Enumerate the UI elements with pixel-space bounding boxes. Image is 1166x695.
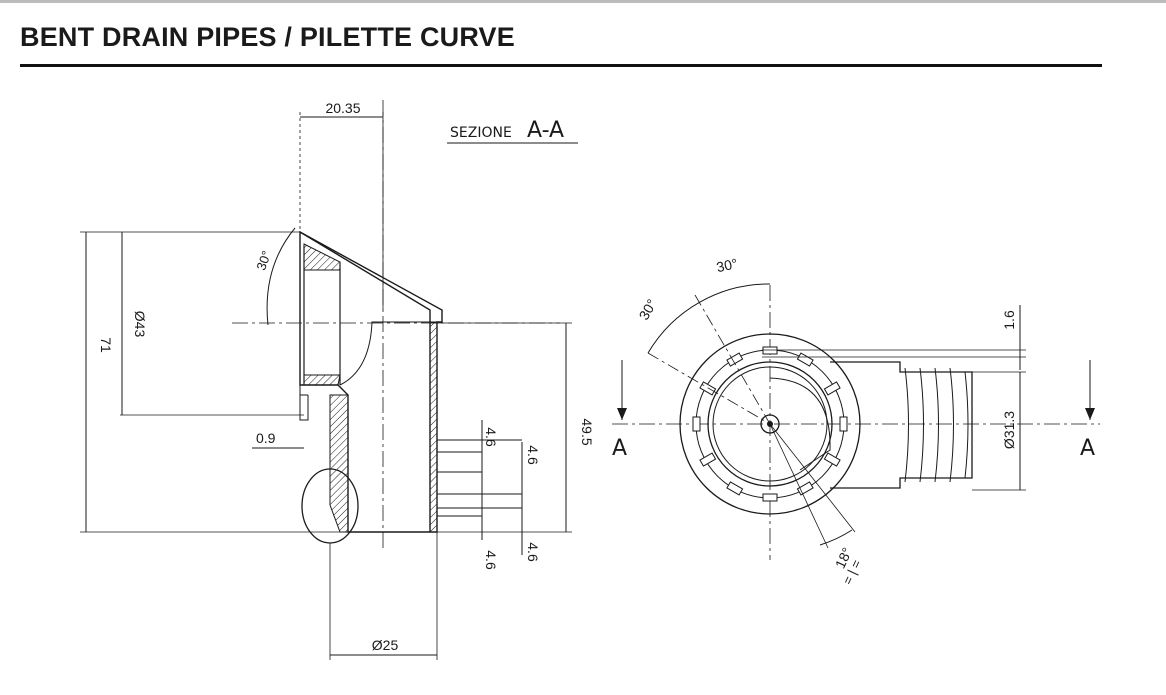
dim-top-width: 20.35 [325,100,360,116]
chamfer-arc [266,227,296,326]
hose-barb-outline [830,361,973,489]
dim-spacing-d: 4.6 [525,542,541,562]
dim-chamfer-angle: 30° [253,249,274,273]
dim-spacing-b: 4.6 [525,445,541,465]
dim-spacing-c: 4.6 [483,550,499,570]
section-arrow-left-head [617,408,627,420]
dim-body-height: 49.5 [579,418,595,445]
angle-line-30-a [694,294,771,425]
dim-flange-thickness: 0.9 [256,430,276,446]
angle-label-1: 30° [715,255,739,275]
center-hub [760,414,780,434]
outlet-thread-ticks [437,420,523,555]
bowl-curve [339,321,430,386]
dim-spacing-a: 4.6 [483,427,499,447]
left-section-view: 20.35 71 Ø43 30° 0.9 49.5 4.6 4.6 4.6 4.… [80,100,595,660]
lower-wall-hatch [329,394,349,533]
hose-barb-ribs [904,367,969,483]
bowl-wall-hatch-top [303,243,341,271]
title-underline [20,64,1102,67]
angle-label-2: 30° [635,296,659,322]
flange-outer-circle [679,333,861,515]
top-rule [0,0,1166,3]
section-mark-right: A [1080,436,1095,461]
outlet-wall-hatch [429,321,438,533]
angle-line-18-b [769,423,856,533]
angle-line-30-b [647,352,771,425]
bowl-wall-hatch-bottom [303,374,341,386]
dim-total-height: 71 [98,337,114,353]
bowl-inner-circle [712,366,828,482]
section-mark-left: A [612,436,627,461]
section-arrow-right-head [1085,408,1095,420]
dim-outlet-diameter: Ø25 [372,637,399,653]
flange-lip [299,232,309,421]
right-top-view: A A [612,255,1100,587]
bowl-circle [707,361,833,487]
dim-hose-diameter: Ø31.3 [1001,411,1017,449]
angle-arc-30 [647,283,771,354]
section-label-code: A-A [527,118,564,143]
angle-line-18-a [769,423,829,549]
section-label-word: SEZIONE [450,125,512,141]
dim-rib-thickness: 1.6 [1001,310,1017,330]
angle-arc-18 [819,529,853,546]
dim-bowl-diameter: Ø43 [132,311,148,338]
outlet-port-curve [769,377,831,471]
page-title: BENT DRAIN PIPES / PILETTE CURVE [20,22,515,52]
